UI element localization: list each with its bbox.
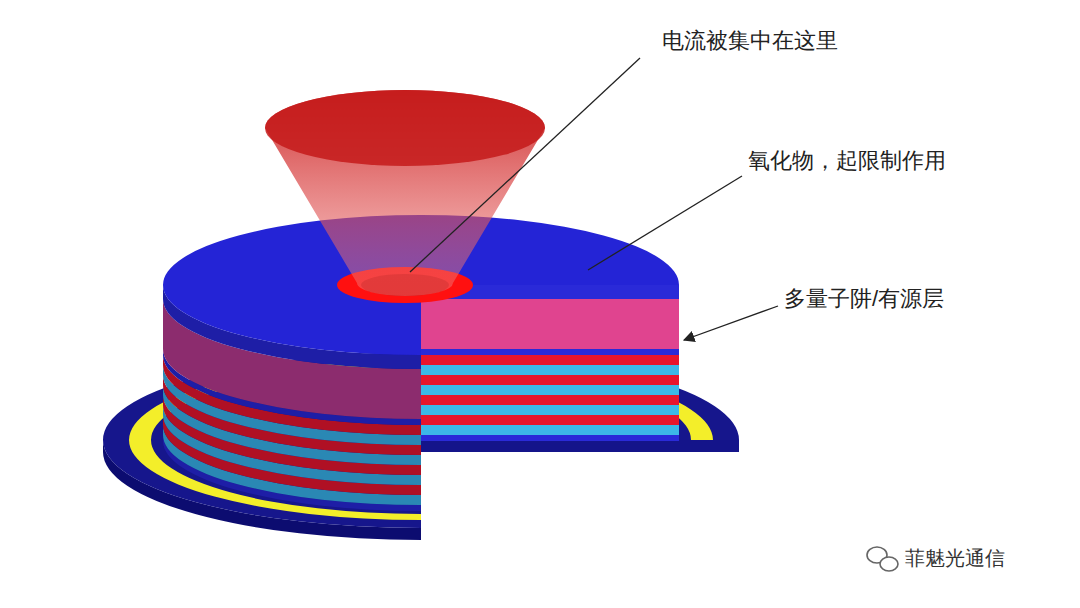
barrier-layer-cut — [421, 365, 679, 375]
leader-line — [410, 58, 640, 272]
callout-label: 电流被集中在这里 — [662, 28, 838, 54]
cone-top — [265, 90, 545, 166]
barrier-layer-cut — [421, 405, 679, 415]
leader-arrow — [684, 306, 778, 340]
spacer-layer-cut — [421, 349, 679, 355]
wechat-icon — [880, 557, 898, 571]
leader-line — [588, 176, 742, 270]
quantum-well-layer-cut — [421, 355, 679, 365]
callout-label: 氧化物，起限制作用 — [748, 148, 946, 174]
emission-cone — [265, 90, 545, 296]
dbr-layer-cut — [421, 299, 679, 349]
bottom-layer-cut — [421, 435, 679, 441]
quantum-well-layer-cut — [421, 375, 679, 385]
callout-label: 多量子阱/有源层 — [784, 286, 944, 312]
quantum-well-layer-cut — [421, 395, 679, 405]
barrier-layer-cut — [421, 385, 679, 395]
barrier-layer-cut — [421, 425, 679, 435]
quantum-well-layer-cut — [421, 415, 679, 425]
watermark: 菲魅光通信 — [905, 546, 1005, 570]
base-cut-face — [421, 440, 739, 452]
